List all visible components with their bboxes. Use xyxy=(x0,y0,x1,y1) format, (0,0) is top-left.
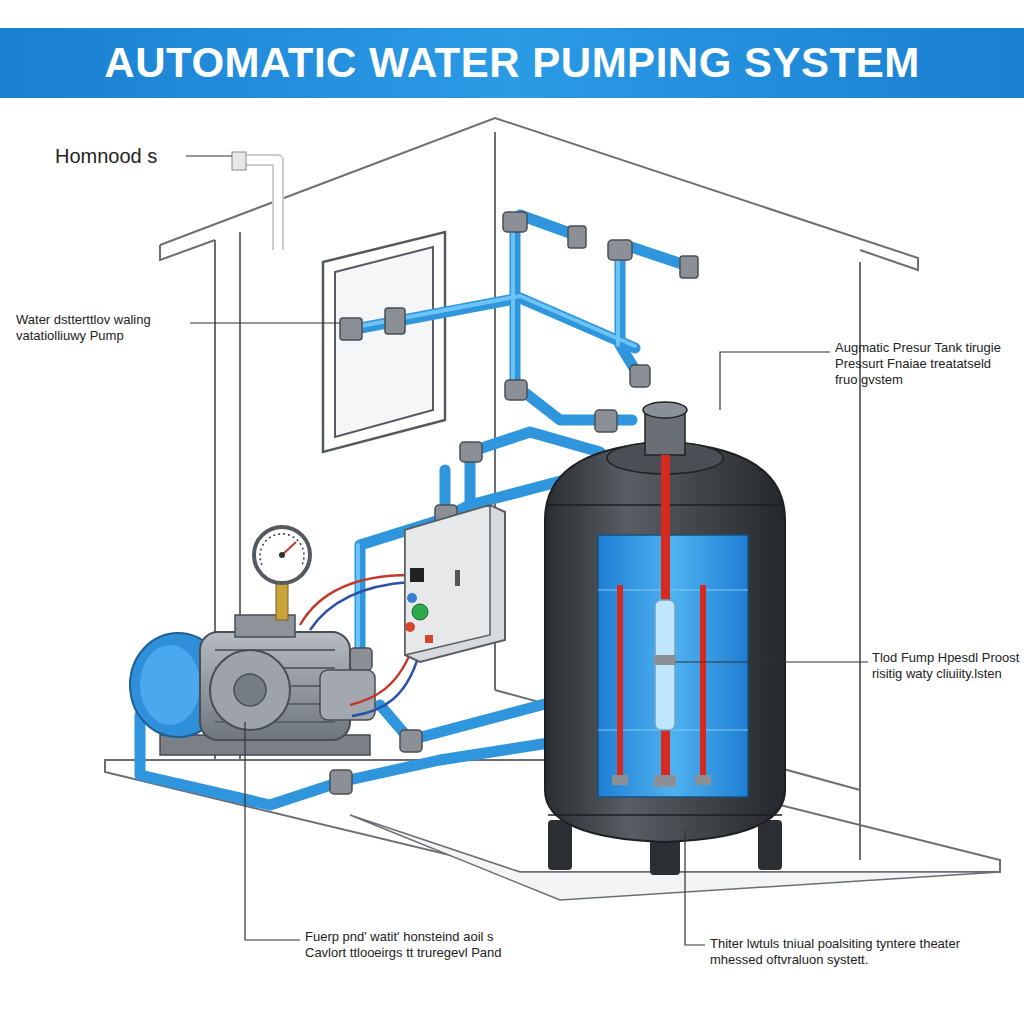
pressure-tank xyxy=(545,402,785,875)
window xyxy=(323,232,445,452)
pump-motor xyxy=(130,615,375,755)
callout-label: Water dstterttlov waling vatatiolliuwy P… xyxy=(16,312,188,344)
callout-label: Homnood s xyxy=(55,143,185,169)
pressure-gauge xyxy=(254,527,310,620)
control-box xyxy=(405,505,505,662)
callout-label: Thiter lwtuls tniual poalsiting tyntere … xyxy=(710,936,1010,968)
house-outline xyxy=(160,118,918,860)
callout-label: Fuerp pnd' watit' honsteind aoil s Cavlo… xyxy=(305,929,515,961)
control-wires xyxy=(300,575,422,716)
vent-pipe xyxy=(232,152,278,250)
title-text: AUTOMATIC WATER PUMPING SYSTEM xyxy=(0,28,1024,98)
title-band xyxy=(0,28,1024,98)
callout-label: Augmatic Presur Tank tirugie Pressurt Fn… xyxy=(835,340,1017,388)
leader-lines xyxy=(186,156,868,945)
callout-label: Tlod Fump Hpesdl Proost risitig waty cli… xyxy=(872,650,1020,682)
